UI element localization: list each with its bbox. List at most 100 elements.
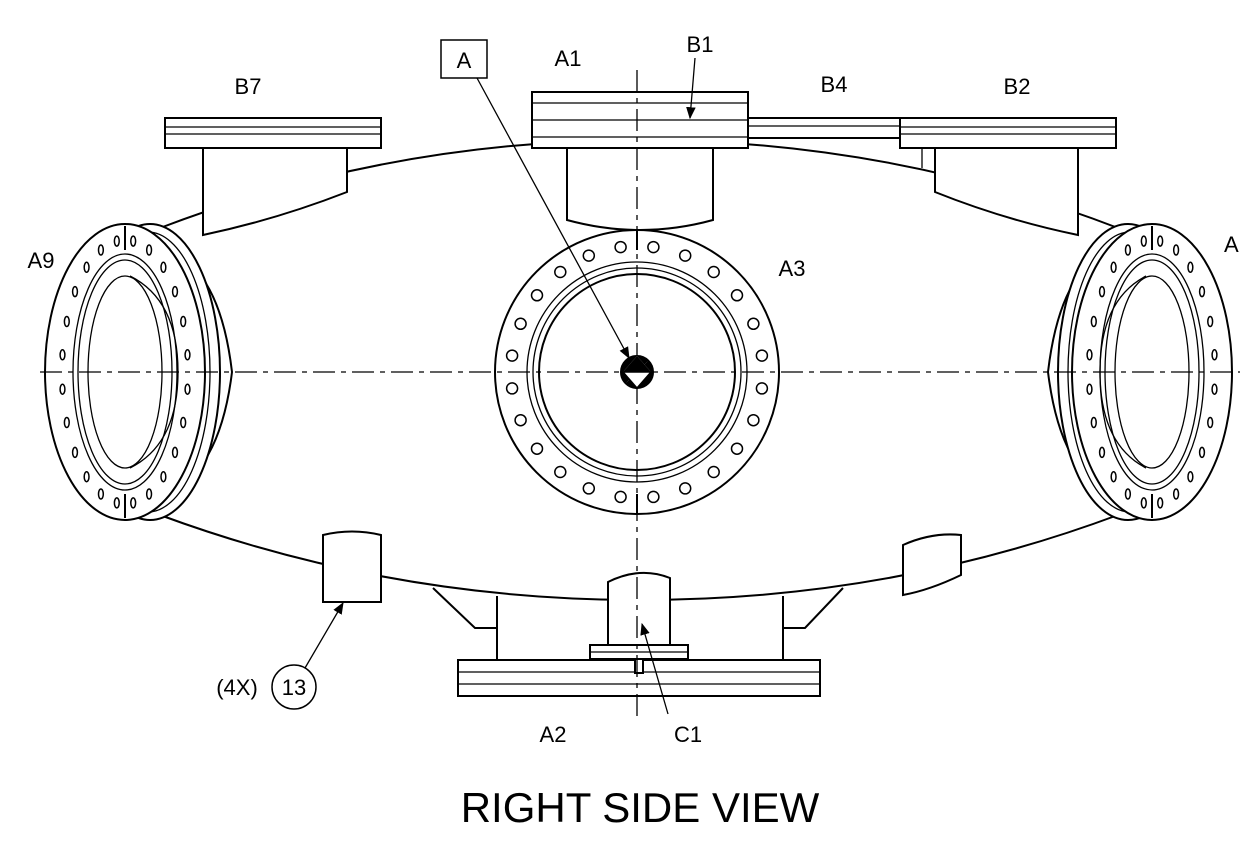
- label-a9: A9: [28, 248, 55, 273]
- callout-quantity: (4X): [216, 675, 258, 700]
- bolt-hole: [1140, 235, 1147, 247]
- bolt-hole: [97, 244, 105, 256]
- bolt-hole: [145, 488, 153, 500]
- bolt-hole: [1207, 416, 1214, 429]
- bolt-hole: [1187, 470, 1194, 483]
- bolt-hole: [113, 235, 120, 247]
- bolt-hole: [83, 470, 90, 483]
- bolt-hole: [1157, 497, 1164, 509]
- a3-bolt-holes: [505, 240, 769, 504]
- port-a-right: [1046, 223, 1233, 521]
- port-b2: [899, 117, 1117, 237]
- bolt-hole: [1086, 383, 1093, 395]
- bolt-hole: [505, 349, 519, 362]
- port-a1: [531, 91, 749, 231]
- bolt-hole: [160, 261, 167, 274]
- bolt-hole: [755, 382, 769, 395]
- bolt-hole: [1110, 261, 1117, 274]
- bolt-hole: [1207, 315, 1214, 328]
- bolt-hole: [678, 249, 692, 262]
- bolt-hole: [130, 235, 137, 247]
- bolt-hole: [160, 470, 167, 483]
- bolt-hole: [97, 488, 105, 500]
- bolt-hole: [180, 416, 187, 429]
- bolt-hole: [180, 315, 187, 328]
- bolt-hole: [1098, 446, 1106, 459]
- label-a2: A2: [540, 722, 567, 747]
- bolt-hole: [582, 249, 596, 262]
- bolt-hole: [582, 482, 596, 495]
- bolt-hole: [83, 261, 90, 274]
- view-title: RIGHT SIDE VIEW: [461, 784, 820, 831]
- bolt-hole: [184, 349, 191, 361]
- bolt-hole: [63, 416, 70, 429]
- bolt-hole: [1172, 244, 1180, 256]
- bolt-hole: [747, 413, 760, 427]
- bolt-hole: [530, 289, 544, 302]
- support-pad-right: [902, 533, 962, 597]
- label-b4: B4: [821, 72, 848, 97]
- bolt-hole: [1124, 244, 1132, 256]
- bolt-hole: [730, 289, 744, 302]
- bolt-hole: [707, 265, 720, 279]
- label-b2: B2: [1004, 74, 1031, 99]
- item-number: 13: [282, 675, 306, 700]
- label-a1: A1: [555, 46, 582, 71]
- port-c1: [589, 571, 689, 674]
- bolt-hole: [130, 497, 137, 509]
- bolt-hole: [1140, 497, 1147, 509]
- bolt-hole: [730, 442, 744, 455]
- bolt-hole: [505, 382, 519, 395]
- bolt-hole: [1086, 349, 1093, 361]
- bolt-hole: [171, 285, 179, 298]
- bolt-hole: [1211, 383, 1218, 395]
- bolt-hole: [514, 413, 527, 427]
- bolt-hole: [171, 446, 179, 459]
- bolt-hole: [554, 265, 567, 279]
- bolt-hole: [63, 315, 70, 328]
- label-b1: B1: [687, 32, 714, 57]
- bolt-hole: [59, 383, 66, 395]
- bolt-hole: [530, 442, 544, 455]
- bolt-hole: [647, 490, 660, 504]
- bolt-hole: [1187, 261, 1194, 274]
- leader-lines: [304, 57, 696, 715]
- bolt-hole: [755, 349, 769, 362]
- bolt-hole: [145, 244, 153, 256]
- port-b4: [747, 117, 901, 139]
- label-b7: B7: [235, 74, 262, 99]
- bolt-hole: [1198, 285, 1206, 298]
- bolt-hole: [113, 497, 120, 509]
- bolt-hole: [1198, 446, 1206, 459]
- bolt-hole: [614, 240, 627, 254]
- bolt-hole: [71, 446, 79, 459]
- bolt-hole: [554, 465, 567, 479]
- bolt-hole: [1172, 488, 1180, 500]
- bolt-hole: [647, 240, 660, 254]
- item-balloon: [271, 664, 317, 710]
- a9-bolt-holes: [59, 235, 191, 509]
- bolt-hole: [71, 285, 79, 298]
- bolt-hole: [1211, 349, 1218, 361]
- a-right-bolt-holes: [1086, 235, 1218, 509]
- bolt-hole: [1098, 285, 1106, 298]
- bolt-hole: [747, 317, 760, 331]
- bolt-hole: [1157, 235, 1164, 247]
- support-pad-left: [322, 530, 382, 603]
- bolt-hole: [184, 383, 191, 395]
- datum-box: [440, 39, 488, 79]
- label-c1: C1: [674, 722, 702, 747]
- bolt-hole: [59, 349, 66, 361]
- label-a-right: A: [1224, 232, 1239, 257]
- label-a3: A3: [779, 256, 806, 281]
- bolt-hole: [707, 465, 720, 479]
- bolt-hole: [678, 482, 692, 495]
- bolt-hole: [1090, 416, 1097, 429]
- bolt-hole: [614, 490, 627, 504]
- bolt-hole: [1124, 488, 1132, 500]
- bolt-hole: [1110, 470, 1117, 483]
- bolt-hole: [514, 317, 527, 331]
- datum-target-symbol: [620, 355, 654, 390]
- port-b7: [164, 117, 382, 237]
